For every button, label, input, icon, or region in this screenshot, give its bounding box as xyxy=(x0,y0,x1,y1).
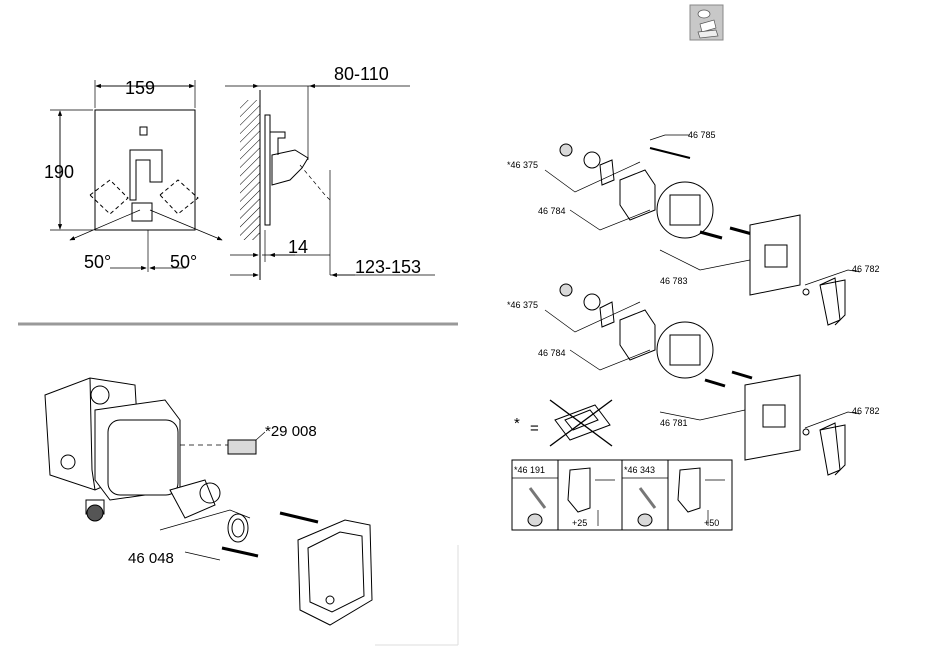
upper-handle-label: 46 782 xyxy=(852,264,880,274)
upper-cap-label: *46 375 xyxy=(507,160,538,170)
extension-ref-label: *29 008 xyxy=(265,423,317,440)
angle-right-label: 50° xyxy=(170,252,197,272)
lower-sleeve-label: 46 784 xyxy=(538,348,566,358)
lower-cap-label: *46 375 xyxy=(507,300,538,310)
extension-ref-2: *46 343 xyxy=(624,465,655,475)
wall-offset-dimension: 14 xyxy=(288,237,308,257)
upper-exploded-drawing xyxy=(545,135,860,325)
upper-sleeve-label: 46 784 xyxy=(538,206,566,216)
footnote-marker: * xyxy=(514,415,520,432)
front-view-drawing xyxy=(50,80,222,272)
projection-range-dimension: 123-153 xyxy=(355,257,421,277)
extension-size-1: +25 xyxy=(572,518,587,528)
lower-handle-label: 46 782 xyxy=(852,406,880,416)
side-view-drawing xyxy=(225,86,435,280)
lower-trim-label: 46 781 xyxy=(660,418,688,428)
lower-exploded-drawing xyxy=(545,284,860,475)
upper-diverter-label: 46 785 xyxy=(688,130,716,140)
extension-size-2: +50 xyxy=(704,518,719,528)
angle-left-label: 50° xyxy=(84,252,111,272)
not-included-icon xyxy=(550,400,612,446)
upper-trim-label: 46 783 xyxy=(660,276,688,286)
width-dimension: 159 xyxy=(125,78,155,98)
extension-ref-1: *46 191 xyxy=(514,465,545,475)
cartridge-kit-label: 46 048 xyxy=(128,550,174,567)
footnote-equals: = xyxy=(530,420,539,437)
depth-range-dimension: 80-110 xyxy=(334,64,389,84)
rough-in-body-drawing xyxy=(45,378,372,625)
height-dimension: 190 xyxy=(44,162,74,182)
handle-usage-icon xyxy=(690,5,723,40)
